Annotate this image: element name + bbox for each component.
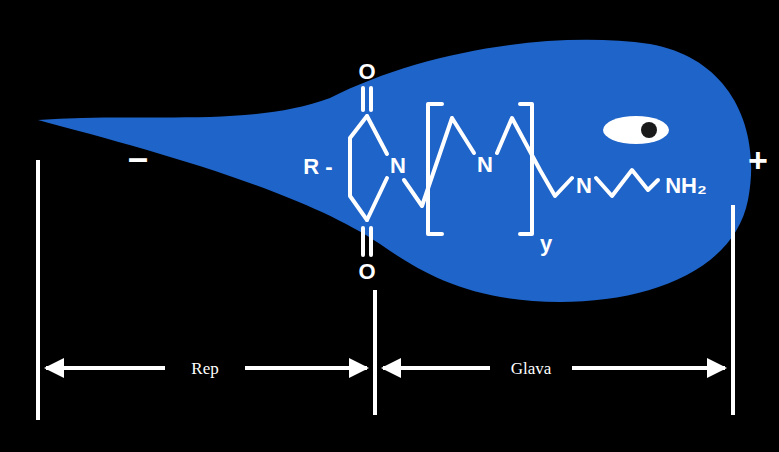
charge-sign: + — [748, 143, 768, 177]
charge-sign: – — [128, 140, 148, 176]
atom-label: NH₂ — [665, 175, 707, 197]
eye-pupil — [641, 122, 657, 138]
atom-label: R - — [303, 156, 332, 178]
part-name: Glava — [511, 360, 552, 377]
atom-label: N — [477, 154, 493, 176]
atom-label: O — [358, 261, 375, 283]
molecule-body — [38, 40, 751, 302]
eye — [603, 116, 669, 144]
structure-bonds — [350, 88, 658, 255]
subscript-label: y — [540, 233, 552, 255]
atom-label: N — [576, 175, 592, 197]
atom-label: N — [390, 155, 406, 177]
dimension-lines — [38, 160, 733, 420]
part-name: Rep — [191, 360, 218, 377]
atom-label: O — [358, 61, 375, 83]
